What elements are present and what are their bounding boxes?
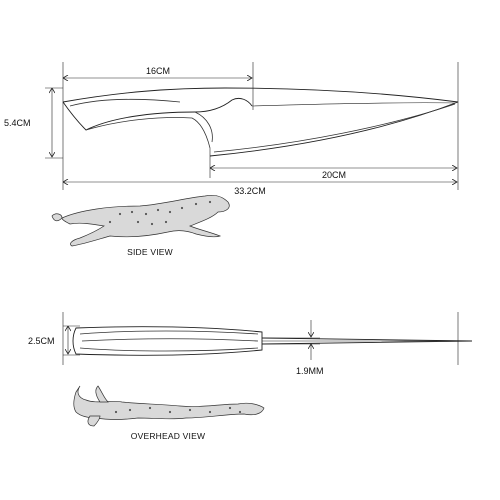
handle-lower-curve: [62, 97, 253, 131]
dim-label-total: 33.2CM: [234, 186, 266, 196]
blade-bevel: [213, 103, 456, 153]
cheetah-running-icon: [51, 194, 230, 247]
cheetah-tail-tip: [51, 213, 63, 222]
cheetah-overhead-body: [73, 385, 265, 420]
blade-edge: [209, 101, 459, 157]
knife-overhead-outline: [72, 326, 473, 356]
cheetah-overhead-leg-front: [95, 385, 109, 403]
bolster-curve: [85, 117, 211, 149]
finger-guard: [194, 111, 213, 143]
knife-spine: [62, 87, 459, 103]
handle-overhead-inner-top: [79, 330, 259, 335]
side-view-drawing: 16CM 5.4CM 20CM 33.2CM SIDE VIEW: [4, 62, 459, 257]
dim-label-handle: 16CM: [146, 66, 170, 76]
knife-side-outline: [62, 87, 459, 157]
handle-inner-line: [69, 99, 181, 107]
overhead-view-label: OVERHEAD VIEW: [131, 431, 205, 441]
handle-overhead-inner-bottom: [79, 347, 259, 352]
dim-label-thickness: 1.9MM: [296, 366, 324, 376]
cheetah-body: [61, 194, 230, 247]
dim-label-width: 2.5CM: [28, 336, 55, 346]
blade-center-line: [251, 102, 456, 107]
cheetah-overhead-icon: [73, 385, 265, 427]
overhead-view-drawing: 2.5CM 1.9MM OVERHEAD VIEW: [28, 312, 473, 441]
handle-overhead: [72, 326, 263, 356]
handle-overhead-midline: [81, 338, 259, 342]
side-view-label: SIDE VIEW: [127, 247, 173, 257]
cheetah-overhead-leg-back: [87, 415, 101, 427]
dim-label-height: 5.4CM: [4, 118, 31, 128]
dim-label-blade: 20CM: [322, 170, 346, 180]
